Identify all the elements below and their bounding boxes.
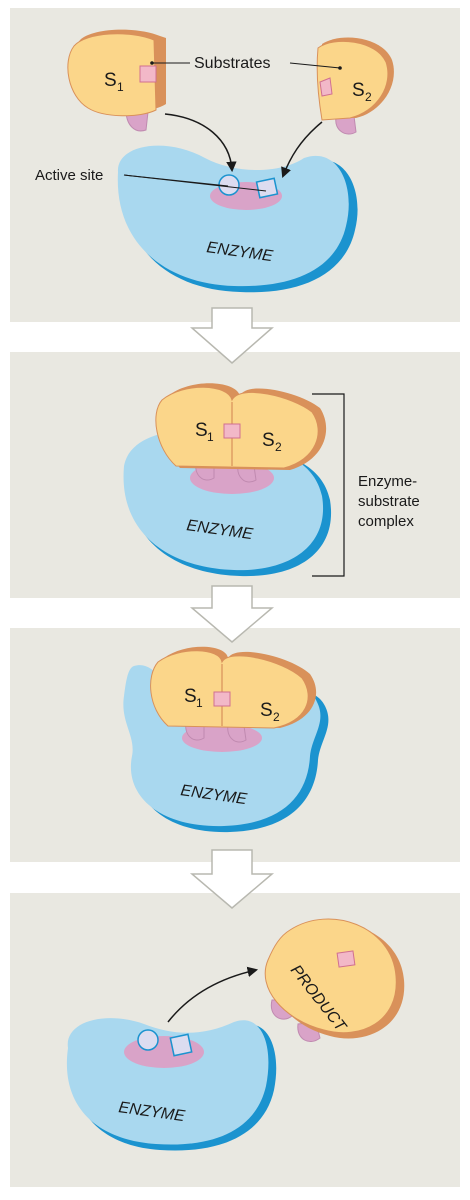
substrates-leader-right — [289, 62, 341, 69]
active-site-leader-2 — [123, 174, 267, 192]
substrate-1-shape — [67, 29, 166, 132]
enzyme-substrate-complex-shape — [150, 646, 317, 743]
svg-text:1: 1 — [207, 430, 214, 444]
svg-text:S: S — [262, 430, 275, 451]
svg-text:1: 1 — [196, 696, 203, 710]
substrates-label: Substrates — [194, 55, 270, 72]
svg-text:1: 1 — [117, 80, 124, 94]
svg-text:S: S — [104, 70, 117, 91]
svg-text:2: 2 — [365, 90, 372, 104]
complex-bracket — [312, 393, 345, 577]
enzyme-shape — [123, 430, 332, 577]
down-arrow-2-icon — [189, 585, 275, 643]
svg-text:S: S — [260, 700, 273, 721]
release-arrow-icon — [167, 966, 259, 1023]
panel-2: S 1 S 2 ENZYME Enzyme- substrate complex — [123, 383, 420, 577]
product-shape — [264, 918, 405, 1042]
substrate-2-label: S 2 — [352, 80, 372, 104]
leader-dot-left — [150, 61, 154, 65]
panel-4: ENZYME PRODUCT — [66, 918, 405, 1151]
down-arrow-3-icon — [189, 849, 275, 909]
svg-text:S: S — [195, 420, 208, 441]
down-arrow-1-icon — [190, 307, 274, 364]
svg-text:S: S — [352, 80, 365, 101]
active-site-label: Active site — [35, 167, 103, 184]
substrate-1-label: S 1 — [195, 420, 214, 444]
substrate-2-label: S 2 — [260, 700, 280, 724]
enzyme-substrate-complex-shape — [155, 383, 327, 483]
binding-arrow-1-icon — [164, 113, 237, 173]
panel-3: S 1 S 2 ENZYME — [123, 646, 329, 833]
substrate-1-label: S 1 — [184, 686, 203, 710]
svg-text:2: 2 — [275, 440, 282, 454]
svg-text:S: S — [184, 686, 197, 707]
binding-arrow-2-icon — [281, 121, 323, 178]
complex-label-line-2: substrate — [358, 493, 420, 510]
leader-dot-right — [338, 66, 342, 70]
substrate-2-label: S 2 — [262, 430, 282, 454]
complex-label-line-1: Enzyme- — [358, 473, 417, 490]
substrate-2-shape — [316, 37, 394, 135]
svg-text:2: 2 — [273, 710, 280, 724]
panel-1: ENZYME S 1 S 2 Substrates Ac — [35, 29, 394, 293]
substrate-1-label: S 1 — [104, 70, 124, 94]
complex-label-line-3: complex — [358, 513, 414, 530]
enzyme-shape — [66, 1018, 277, 1151]
